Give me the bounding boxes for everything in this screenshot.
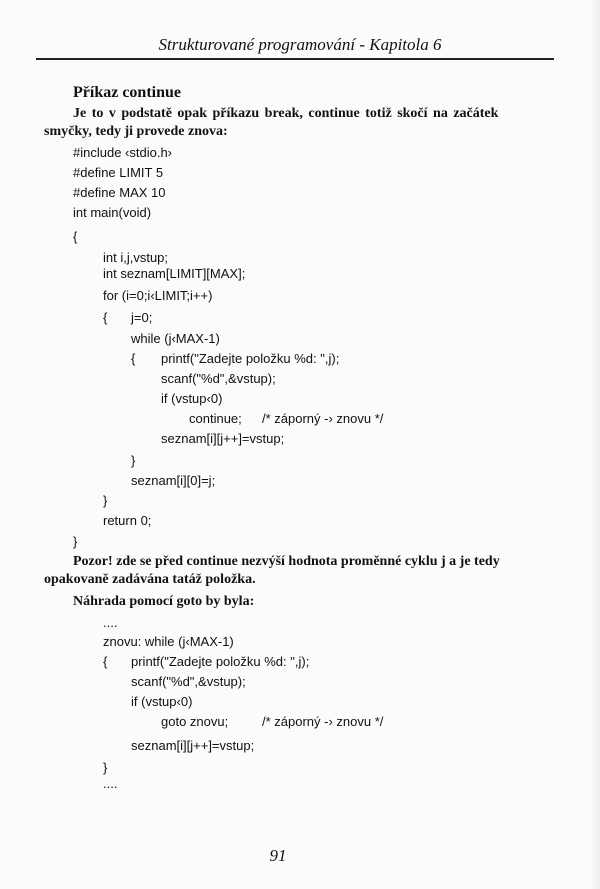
code-comment: /* záporný -› znovu */ [262,714,384,729]
warning-line: opakovaně zadávána tatáž položka. [44,572,256,587]
code-line: seznam[i][j++]=vstup; [161,431,285,446]
running-header: Strukturované programování - Kapitola 6 [158,35,442,54]
code-line: if (vstup‹0) [131,694,193,709]
code-line: seznam[i][0]=j; [131,473,216,488]
code-line: { [73,229,78,244]
header-rule [36,58,554,60]
intro-line: smyčky, tedy ji provede znova: [44,124,228,139]
code-line: scanf("%d",&vstup); [161,371,276,386]
code-line: znovu: while (j‹MAX-1) [103,634,234,649]
section-title: Příkaz continue [73,84,181,101]
code-line: .... [103,776,118,791]
code-line: scanf("%d",&vstup); [131,674,246,689]
code-line: } [103,493,108,508]
code-line: for (i=0;i‹LIMIT;i++) [103,288,213,303]
code-line: { [131,351,136,366]
code-line: if (vstup‹0) [161,391,223,406]
code-line: continue; [189,411,242,426]
code-line: } [103,760,108,775]
code-line: return 0; [103,513,152,528]
page-number: 91 [269,846,287,865]
code-line: { [103,310,108,325]
code-line: #include ‹stdio.h› [73,145,172,160]
code-line: } [73,534,78,549]
code-line: .... [103,615,118,630]
code-line: int main(void) [73,205,152,220]
goto-intro: Náhrada pomocí goto by byla: [73,594,255,609]
code-line: j=0; [131,310,153,325]
code-line: #define MAX 10 [73,185,166,200]
code-line: while (j‹MAX-1) [131,331,220,346]
code-line: int i,j,vstup; [103,250,169,265]
code-line: seznam[i][j++]=vstup; [131,738,255,753]
page-edge [590,0,600,889]
intro-line: Je to v podstatě opak příkazu break, con… [73,106,499,121]
code-line: printf("Zadejte položku %d: ",j); [161,351,340,366]
code-line: } [131,453,136,468]
code-line: { [103,654,108,669]
code-line: goto znovu; [161,714,229,729]
code-line: printf("Zadejte položku %d: ",j); [131,654,310,669]
code-line: int seznam[LIMIT][MAX]; [103,266,246,281]
warning-line: Pozor! zde se před continue nezvýší hodn… [73,554,500,569]
code-comment: /* záporný -› znovu */ [262,411,384,426]
code-line: #define LIMIT 5 [73,165,164,180]
